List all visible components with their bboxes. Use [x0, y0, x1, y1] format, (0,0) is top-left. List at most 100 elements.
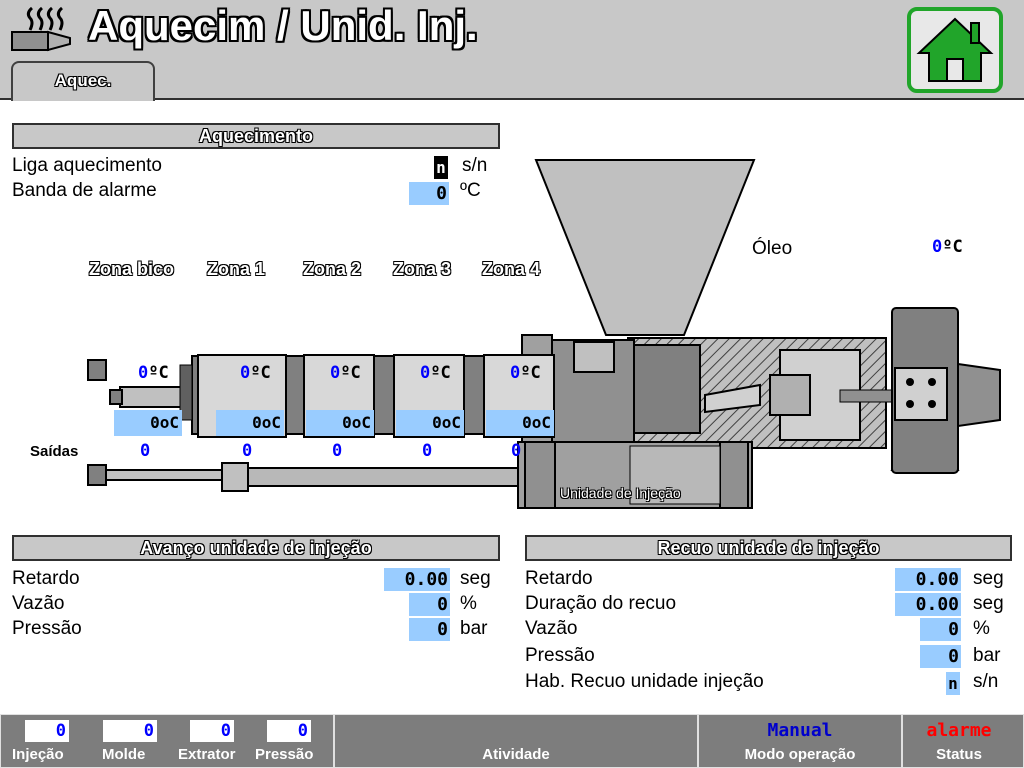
- counter-mold-value: 0: [103, 720, 157, 742]
- retract-delay-unit: seg: [973, 568, 1004, 589]
- advance-pressure-label: Pressão: [12, 618, 82, 639]
- counter-injection-value: 0: [25, 720, 69, 742]
- injection-unit-label: Unidade de Injeção: [560, 485, 681, 501]
- zone-3-output: 0: [422, 441, 433, 461]
- oil-temp-unit: ºC: [942, 237, 963, 257]
- zone-2-setpoint-field[interactable]: 0oC: [306, 410, 374, 436]
- zone-4-setpoint-value: 0: [522, 413, 532, 432]
- header-bar: [0, 0, 1024, 100]
- mode-value: Manual: [767, 720, 833, 741]
- retract-enable-field[interactable]: n: [946, 672, 960, 695]
- oil-temp-readout: 0ºC: [932, 237, 963, 257]
- zone-3-setpoint-field[interactable]: 0oC: [396, 410, 464, 436]
- advance-delay-field[interactable]: 0.00: [384, 568, 450, 591]
- status-value: alarme: [926, 720, 992, 741]
- retract-duration-field[interactable]: 0.00: [895, 593, 961, 616]
- zone-1-actual: 0ºC: [240, 363, 271, 383]
- zone-1-setpoint-value: 0: [252, 413, 262, 432]
- counter-injection-label: Injeção: [12, 746, 64, 763]
- zone-1-setpoint-unit: oC: [261, 413, 281, 432]
- home-icon: [916, 17, 994, 82]
- counter-ejector-label: Extrator: [178, 746, 236, 763]
- advance-pressure-field[interactable]: 0: [409, 618, 450, 641]
- counter-mold-label: Molde: [102, 746, 146, 763]
- retract-pressure-label: Pressão: [525, 645, 595, 666]
- advance-section-header: Avanço unidade de injeção: [12, 535, 500, 561]
- zone-bico-actual-unit: ºC: [148, 363, 169, 383]
- retract-flow-unit: %: [973, 618, 990, 639]
- retract-delay-field[interactable]: 0.00: [895, 568, 961, 591]
- home-button[interactable]: [907, 7, 1003, 93]
- counter-pressure-value: 0: [267, 720, 311, 742]
- page-title: Aquecim / Unid. Inj.: [88, 2, 478, 49]
- zone-4-output: 0: [511, 441, 522, 461]
- retract-section-header: Recuo unidade de injeção: [525, 535, 1012, 561]
- advance-delay-unit: seg: [460, 568, 491, 589]
- retract-flow-label: Vazão: [525, 618, 578, 639]
- zone-bico-actual: 0ºC: [138, 363, 169, 383]
- retract-delay-label: Retardo: [525, 568, 593, 589]
- zone-3-setpoint-value: 0: [432, 413, 442, 432]
- mode-label: Modo operação: [744, 746, 856, 763]
- zone-3-setpoint-unit: oC: [441, 413, 461, 432]
- zone-2-output: 0: [332, 441, 343, 461]
- zone-3-actual-unit: ºC: [430, 363, 451, 383]
- zone-1-output: 0: [242, 441, 253, 461]
- advance-flow-unit: %: [460, 593, 477, 614]
- retract-duration-unit: seg: [973, 593, 1004, 614]
- zone-label-3: Zona 3: [393, 259, 452, 279]
- zone-bico-actual-value: 0: [138, 363, 149, 383]
- tab-label: Aquec.: [54, 71, 112, 90]
- oil-temp-value: 0: [932, 237, 943, 257]
- retract-pressure-field[interactable]: 0: [920, 645, 961, 668]
- injection-unit-diagram: [87, 159, 1001, 509]
- advance-delay-label: Retardo: [12, 568, 80, 589]
- zone-bico-output: 0: [140, 441, 151, 461]
- zone-label-1: Zona 1: [207, 259, 266, 279]
- zone-bico-setpoint-unit: oC: [159, 413, 179, 432]
- zone-2-actual-unit: ºC: [340, 363, 361, 383]
- zone-4-actual-value: 0: [510, 363, 521, 383]
- zone-1-setpoint-field[interactable]: 0oC: [216, 410, 284, 436]
- injection-unit-logo-icon: [11, 6, 71, 52]
- advance-pressure-unit: bar: [460, 618, 488, 639]
- zone-2-actual-value: 0: [330, 363, 341, 383]
- retract-duration-label: Duração do recuo: [525, 593, 677, 614]
- zone-bico-setpoint-value: 0: [150, 413, 160, 432]
- zone-4-setpoint-field[interactable]: 0oC: [486, 410, 554, 436]
- outputs-label: Saídas: [30, 443, 79, 460]
- alarm-band-unit: ºC: [460, 180, 481, 201]
- zone-label-2: Zona 2: [303, 259, 362, 279]
- counter-ejector-value: 0: [190, 720, 234, 742]
- zone-4-actual-unit: ºC: [520, 363, 541, 383]
- advance-flow-field[interactable]: 0: [409, 593, 450, 616]
- zone-label-bico: Zona bico: [89, 259, 174, 279]
- alarm-band-label: Banda de alarme: [12, 180, 157, 201]
- retract-pressure-unit: bar: [973, 645, 1001, 666]
- zone-3-actual: 0ºC: [420, 363, 451, 383]
- oil-label: Óleo: [752, 238, 793, 259]
- heating-enable-field[interactable]: n: [434, 156, 448, 179]
- zone-3-actual-value: 0: [420, 363, 431, 383]
- retract-flow-field[interactable]: 0: [920, 618, 961, 641]
- zone-2-actual: 0ºC: [330, 363, 361, 383]
- zone-2-setpoint-value: 0: [342, 413, 352, 432]
- zone-1-actual-unit: ºC: [250, 363, 271, 383]
- zone-bico-setpoint-field[interactable]: 0oC: [114, 410, 182, 436]
- heating-enable-label: Liga aquecimento: [12, 155, 162, 176]
- activity-label: Atividade: [482, 746, 550, 763]
- status-label: Status: [936, 746, 982, 763]
- zone-label-4: Zona 4: [482, 259, 541, 279]
- alarm-band-field[interactable]: 0: [409, 182, 449, 205]
- heating-section-header: Aquecimento: [12, 123, 500, 149]
- retract-enable-label: Hab. Recuo unidade injeção: [525, 671, 764, 692]
- counter-pressure-label: Pressão: [255, 746, 314, 763]
- zone-1-actual-value: 0: [240, 363, 251, 383]
- advance-flow-label: Vazão: [12, 593, 65, 614]
- retract-enable-unit: s/n: [973, 671, 999, 692]
- heating-enable-unit: s/n: [462, 155, 488, 176]
- tab-aquec[interactable]: Aquec.: [11, 61, 155, 101]
- zone-4-setpoint-unit: oC: [531, 413, 551, 432]
- zone-2-setpoint-unit: oC: [351, 413, 371, 432]
- zone-4-actual: 0ºC: [510, 363, 541, 383]
